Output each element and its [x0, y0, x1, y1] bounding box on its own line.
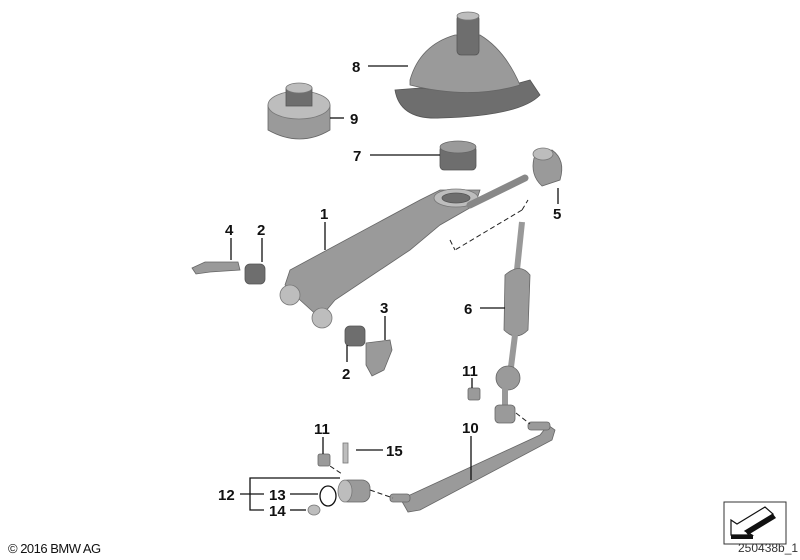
callout-10: 10 — [462, 420, 479, 437]
callout-7: 7 — [353, 148, 361, 165]
part-7-bushing[interactable] — [439, 140, 477, 171]
part-10-selector-rod[interactable] — [389, 421, 556, 513]
callout-11-right: 11 — [462, 363, 478, 380]
part-14-cap[interactable] — [307, 504, 321, 516]
callout-5: 5 — [553, 206, 561, 223]
callout-6: 6 — [464, 301, 472, 318]
part-8-gear-boot[interactable] — [394, 11, 541, 119]
callout-9: 9 — [350, 111, 358, 128]
callout-2-lower: 2 — [342, 366, 350, 383]
arrow-down-left-icon — [723, 501, 787, 545]
callout-14: 14 — [269, 503, 286, 520]
part-2-bushing-upper[interactable] — [244, 263, 266, 285]
copyright-text: © 2016 BMW AG — [8, 541, 101, 556]
callout-1: 1 — [320, 206, 328, 223]
callout-4: 4 — [225, 222, 234, 239]
part-11-clip-right[interactable] — [467, 387, 481, 401]
callout-15: 15 — [386, 443, 403, 460]
part-2-bushing-lower[interactable] — [344, 325, 366, 347]
part-6-shift-rod[interactable] — [494, 221, 531, 424]
callout-8: 8 — [352, 59, 360, 76]
part-12-joint[interactable] — [337, 479, 371, 503]
part-5-sleeve[interactable] — [532, 147, 563, 187]
callout-13: 13 — [269, 487, 286, 504]
part-1-shift-lever[interactable] — [279, 174, 529, 329]
part-15-pin[interactable] — [342, 442, 349, 464]
callout-2-upper: 2 — [257, 222, 265, 239]
part-13-ring[interactable] — [319, 485, 337, 507]
callout-3: 3 — [380, 300, 388, 317]
part-3-pin[interactable] — [365, 339, 393, 377]
part-9-bearing-housing[interactable] — [267, 82, 331, 140]
part-4-pin[interactable] — [191, 261, 241, 275]
part-11-clip-left[interactable] — [317, 453, 331, 467]
diagram-id: 250438b_1 — [738, 541, 799, 555]
callout-12: 12 — [218, 487, 235, 504]
callout-11-left: 11 — [314, 421, 330, 438]
